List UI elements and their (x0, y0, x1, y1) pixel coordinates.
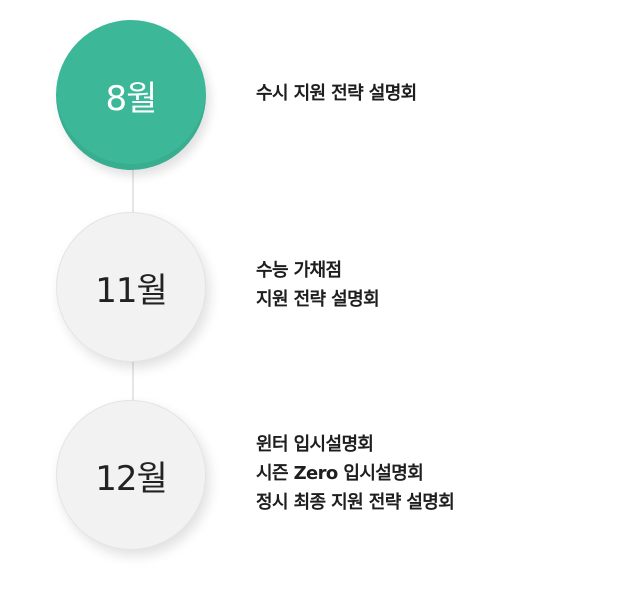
timeline-connector (132, 332, 134, 410)
event-item: 시즌 Zero 입시설명회 (256, 463, 424, 484)
event-item: 수시 지원 전략 설명회 (256, 83, 417, 104)
event-item: 정시 최종 지원 전략 설명회 (256, 492, 455, 513)
month-badge: 11월 (56, 212, 206, 362)
event-item: 수능 가채점 (256, 260, 342, 281)
event-item: 지원 전략 설명회 (256, 289, 380, 310)
month-badge: 12월 (56, 400, 206, 550)
event-list: 윈터 입시설명회 시즌 Zero 입시설명회 정시 최종 지원 전략 설명회 (256, 430, 455, 517)
timeline-connector (132, 160, 134, 218)
month-badge-active: 8월 (56, 20, 206, 170)
event-list: 수능 가채점 지원 전략 설명회 (256, 256, 380, 314)
event-list: 수시 지원 전략 설명회 (256, 79, 417, 108)
event-item: 윈터 입시설명회 (256, 434, 374, 455)
